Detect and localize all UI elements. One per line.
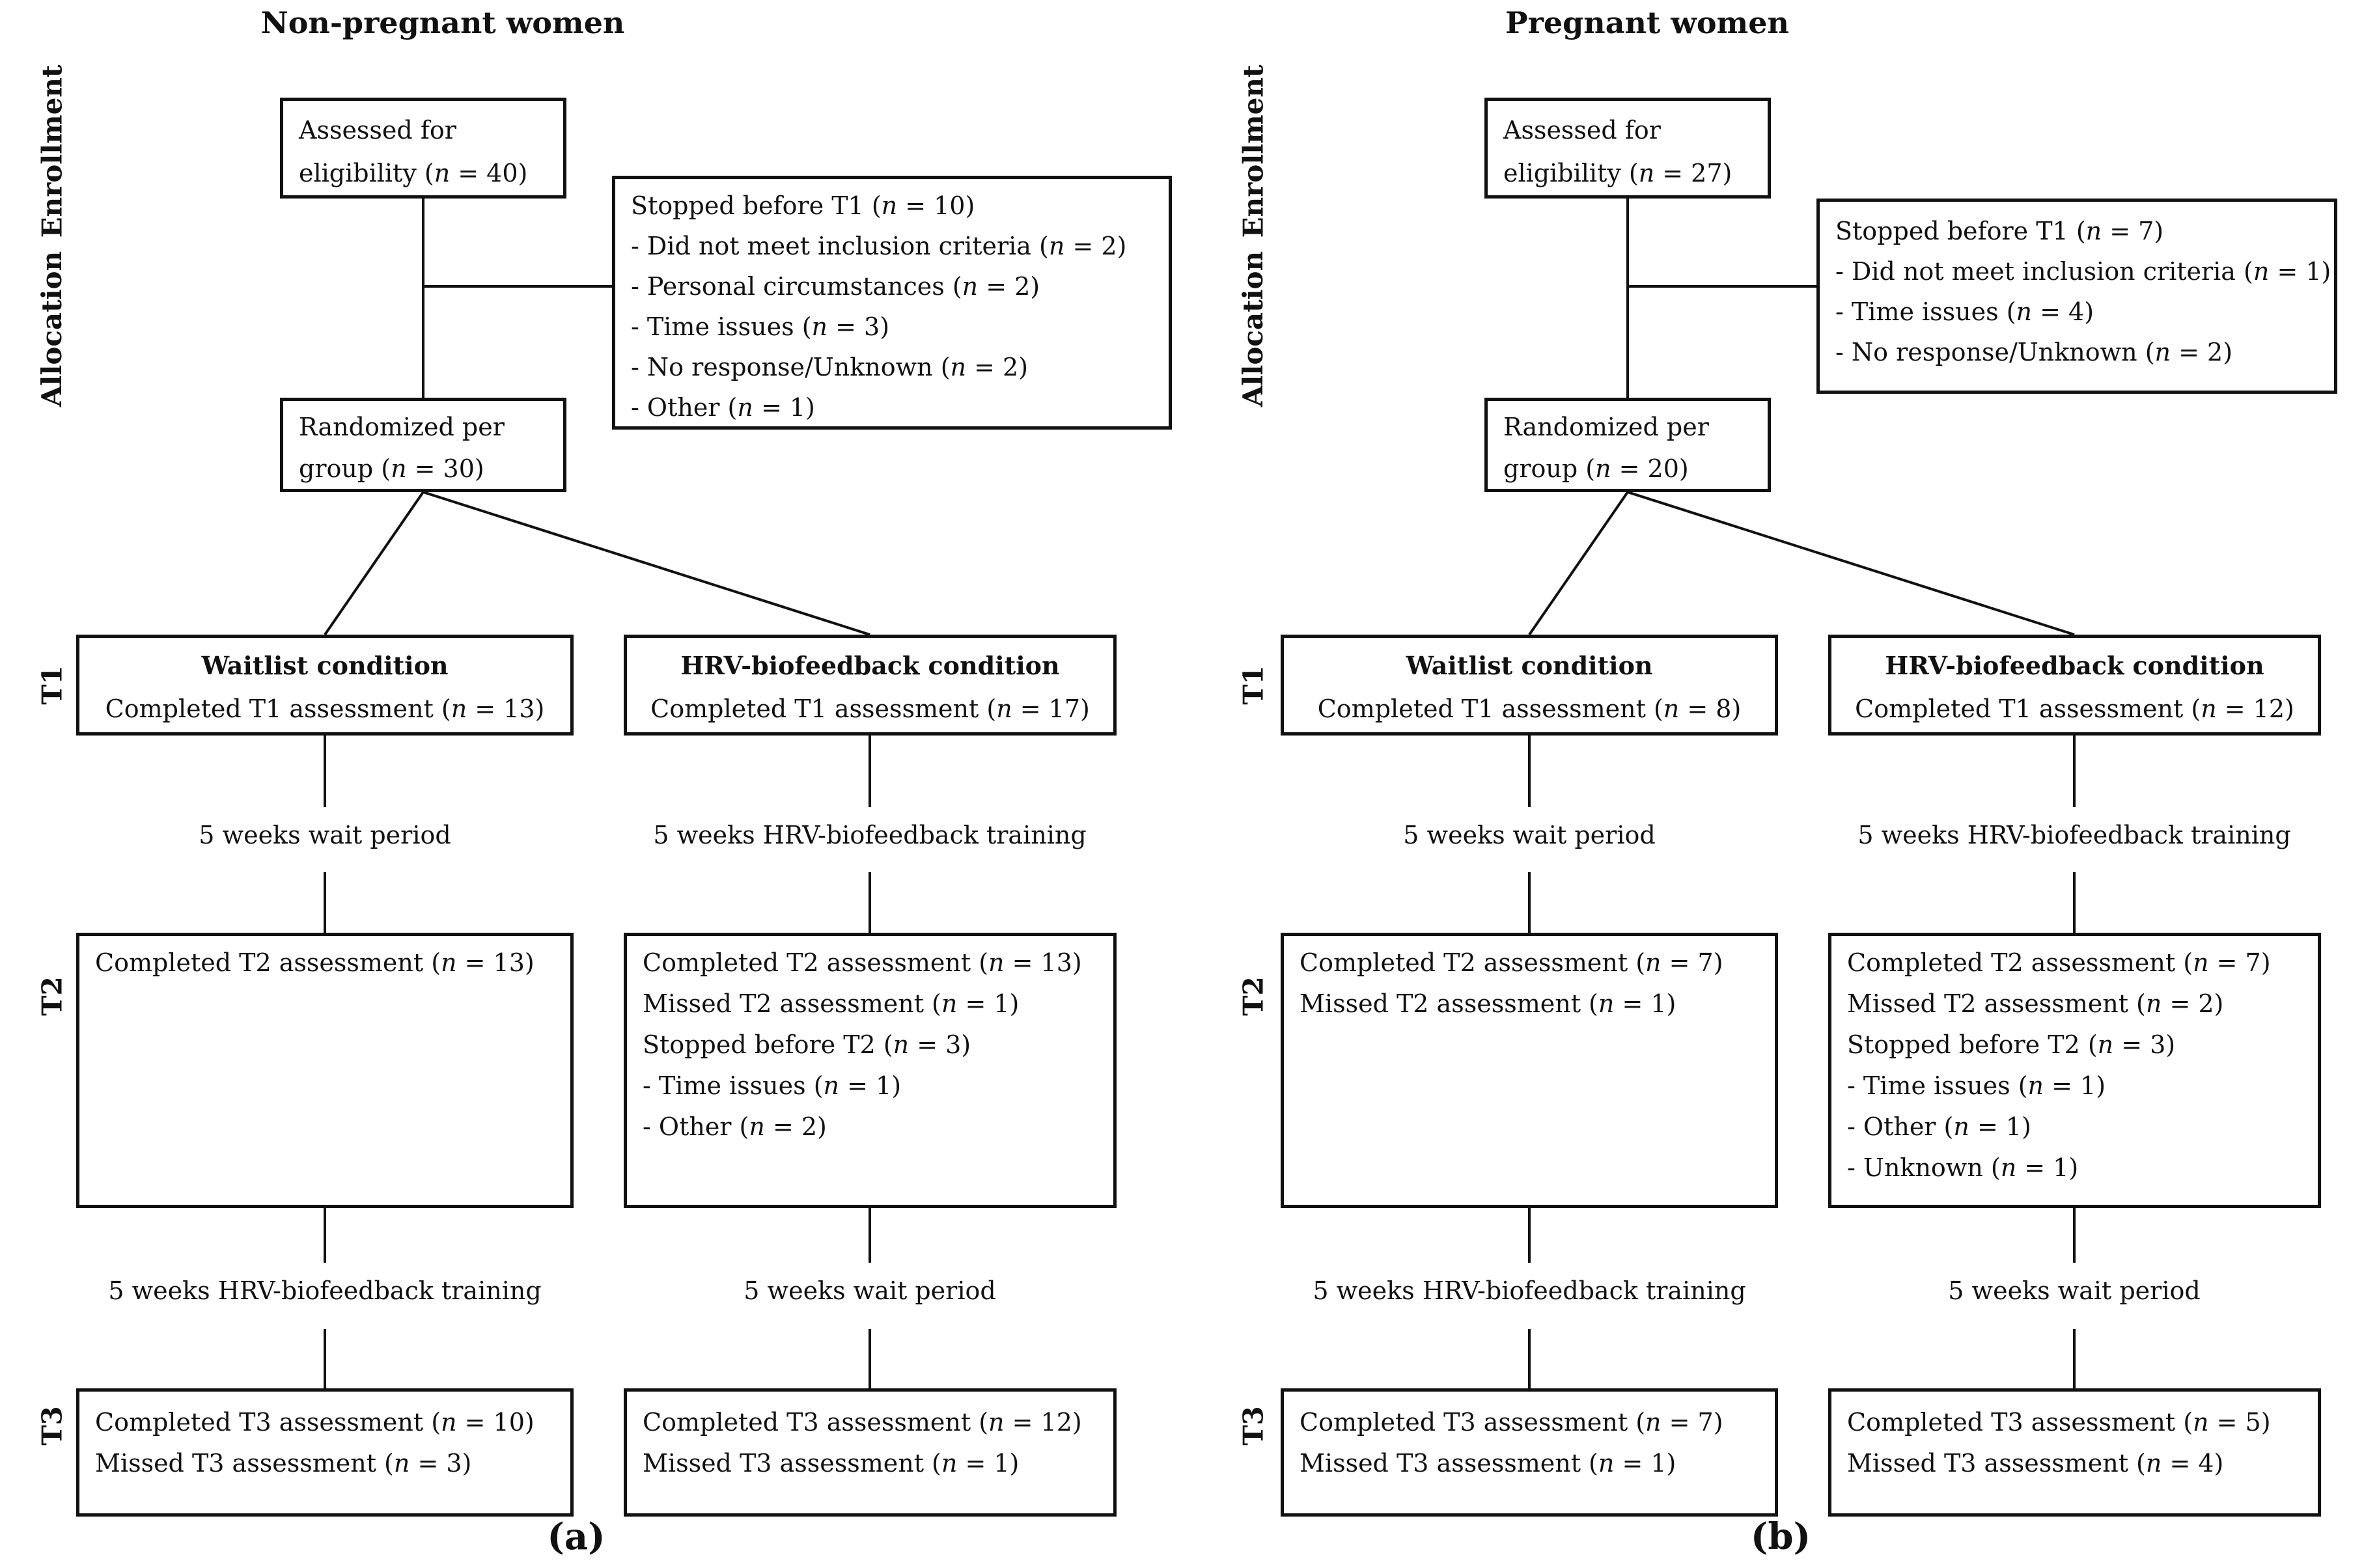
box-text-line: Completed T2 assessment (n = 7) <box>1847 948 2271 977</box>
box-text-line: Assessed for <box>1503 116 1661 144</box>
stage-label-enrollment: Enrollment <box>36 64 68 238</box>
waitlist-period1-label: 5 weeks wait period <box>199 821 451 849</box>
waitlist-t1-stat: Completed T1 assessment (n = 13) <box>105 695 545 723</box>
box-text-line: Missed T2 assessment (n = 2) <box>1847 989 2224 1018</box>
hrv-t3-box: Completed T3 assessment (n = 12) Missed T… <box>624 1388 1117 1517</box>
hrv-t1-stat: Completed T1 assessment (n = 12) <box>1855 695 2294 723</box>
stopped-before-t1-box: Stopped before T1 (n = 10) - Did not meet… <box>612 176 1172 430</box>
box-text-line: Assessed for <box>299 116 456 144</box>
waitlist-t1-box: Waitlist condition Completed T1 assessme… <box>76 635 574 736</box>
hrv-condition-label: HRV-biofeedback condition <box>680 651 1060 680</box>
box-text-line: Completed T2 assessment (n = 13) <box>643 948 1082 977</box>
box-text-line: group (n = 30) <box>299 454 484 483</box>
box-text-line: eligibility (n = 40) <box>299 159 528 187</box>
stage-label-allocation: Allocation <box>1237 251 1270 407</box>
box-text-line: - Time issues (n = 4) <box>1835 297 2094 326</box>
box-text-line: Completed T3 assessment (n = 10) <box>95 1408 535 1437</box>
hrv-t2-box: Completed T2 assessment (n = 7) Missed T2… <box>1828 933 2321 1208</box>
waitlist-t1-stat: Completed T1 assessment (n = 8) <box>1317 695 1742 723</box>
waitlist-t3-box: Completed T3 assessment (n = 10) Missed T… <box>76 1388 574 1517</box>
box-text-line: Missed T3 assessment (n = 1) <box>1300 1449 1676 1478</box>
box-text-line: group (n = 20) <box>1503 454 1689 483</box>
box-text-line: Randomized per <box>1503 413 1709 441</box>
box-text-line: Missed T3 assessment (n = 4) <box>1847 1449 2224 1478</box>
box-text-line: Missed T3 assessment (n = 3) <box>95 1449 472 1478</box>
assessed-box: Assessed for eligibility (n = 40) <box>280 98 566 199</box>
box-text-line: - Did not meet inclusion criteria (n = 2… <box>631 232 1127 260</box>
waitlist-t3-box: Completed T3 assessment (n = 7) Missed T3… <box>1281 1388 1778 1517</box>
hrv-t2-box: Completed T2 assessment (n = 13) Missed T… <box>624 933 1117 1208</box>
box-text-line: - Other (n = 1) <box>1847 1112 2031 1141</box>
waitlist-condition-label: Waitlist condition <box>201 651 449 680</box>
waitlist-period1-label: 5 weeks wait period <box>1403 821 1656 849</box>
waitlist-t2-box: Completed T2 assessment (n = 13) <box>76 933 574 1208</box>
box-text-line: Stopped before T2 (n = 3) <box>1847 1030 2176 1059</box>
box-text-line: Randomized per <box>299 413 505 441</box>
hrv-condition-label: HRV-biofeedback condition <box>1885 651 2264 680</box>
box-text-line: - Did not meet inclusion criteria (n = 1… <box>1835 257 2331 286</box>
box-text-line: - Other (n = 2) <box>643 1112 827 1141</box>
box-text-line: Missed T3 assessment (n = 1) <box>643 1449 1020 1478</box>
hrv-period2-label: 5 weeks wait period <box>744 1276 996 1305</box>
panel-a-title: Non-pregnant women <box>260 5 625 40</box>
hrv-period2-label: 5 weeks wait period <box>1948 1276 2201 1305</box>
stage-label-allocation: Allocation <box>36 251 68 407</box>
waitlist-period2-label: 5 weeks HRV-biofeedback training <box>108 1276 542 1305</box>
box-text-line: - Time issues (n = 1) <box>1847 1071 2106 1100</box>
box-text-line: Stopped before T1 (n = 7) <box>1835 217 2164 245</box>
panel-b-title: Pregnant women <box>1505 5 1789 40</box>
box-text-line: - Unknown (n = 1) <box>1847 1153 2079 1182</box>
hrv-t3-box: Completed T3 assessment (n = 5) Missed T3… <box>1828 1388 2321 1517</box>
hrv-t1-box: HRV-biofeedback condition Completed T1 a… <box>1828 635 2321 736</box>
panel-b-caption: (b) <box>1750 1515 1811 1558</box>
box-text-line: - No response/Unknown (n = 2) <box>1835 338 2233 366</box>
box-text-line: - Other (n = 1) <box>631 393 815 422</box>
stopped-before-t1-box: Stopped before T1 (n = 7) - Did not meet … <box>1816 199 2337 394</box>
box-text-line: Completed T2 assessment (n = 13) <box>95 948 535 977</box>
box-text-line: - No response/Unknown (n = 2) <box>631 353 1029 381</box>
box-text-line: Missed T2 assessment (n = 1) <box>1300 989 1676 1018</box>
box-text-line: - Time issues (n = 3) <box>631 312 890 341</box>
hrv-period1-label: 5 weeks HRV-biofeedback training <box>1857 821 2291 849</box>
waitlist-t1-box: Waitlist condition Completed T1 assessme… <box>1281 635 1778 736</box>
randomized-box: Randomized per group (n = 30) <box>280 398 566 492</box>
box-text-line: Missed T2 assessment (n = 1) <box>643 989 1020 1018</box>
box-text-line: - Personal circumstances (n = 2) <box>631 272 1040 301</box>
box-text-line: Stopped before T2 (n = 3) <box>643 1030 971 1059</box>
box-text-line: - Time issues (n = 1) <box>643 1071 902 1100</box>
assessed-box: Assessed for eligibility (n = 27) <box>1484 98 1771 199</box>
box-text-line: Completed T2 assessment (n = 7) <box>1300 948 1723 977</box>
box-text-line: eligibility (n = 27) <box>1503 159 1732 187</box>
waitlist-t2-box: Completed T2 assessment (n = 7) Missed T2… <box>1281 933 1778 1208</box>
box-text-line: Completed T3 assessment (n = 5) <box>1847 1408 2271 1437</box>
box-text-line: Completed T3 assessment (n = 12) <box>643 1408 1082 1437</box>
box-text-line: Stopped before T1 (n = 10) <box>631 191 975 220</box>
hrv-t1-box: HRV-biofeedback condition Completed T1 a… <box>624 635 1117 736</box>
hrv-period1-label: 5 weeks HRV-biofeedback training <box>653 821 1087 849</box>
hrv-t1-stat: Completed T1 assessment (n = 17) <box>650 695 1090 723</box>
stage-label-enrollment: Enrollment <box>1237 64 1270 238</box>
panel-a-caption: (a) <box>547 1515 605 1558</box>
box-text-line: Completed T3 assessment (n = 7) <box>1300 1408 1723 1437</box>
randomized-box: Randomized per group (n = 20) <box>1484 398 1771 492</box>
waitlist-condition-label: Waitlist condition <box>1406 651 1653 680</box>
waitlist-period2-label: 5 weeks HRV-biofeedback training <box>1313 1276 1746 1305</box>
